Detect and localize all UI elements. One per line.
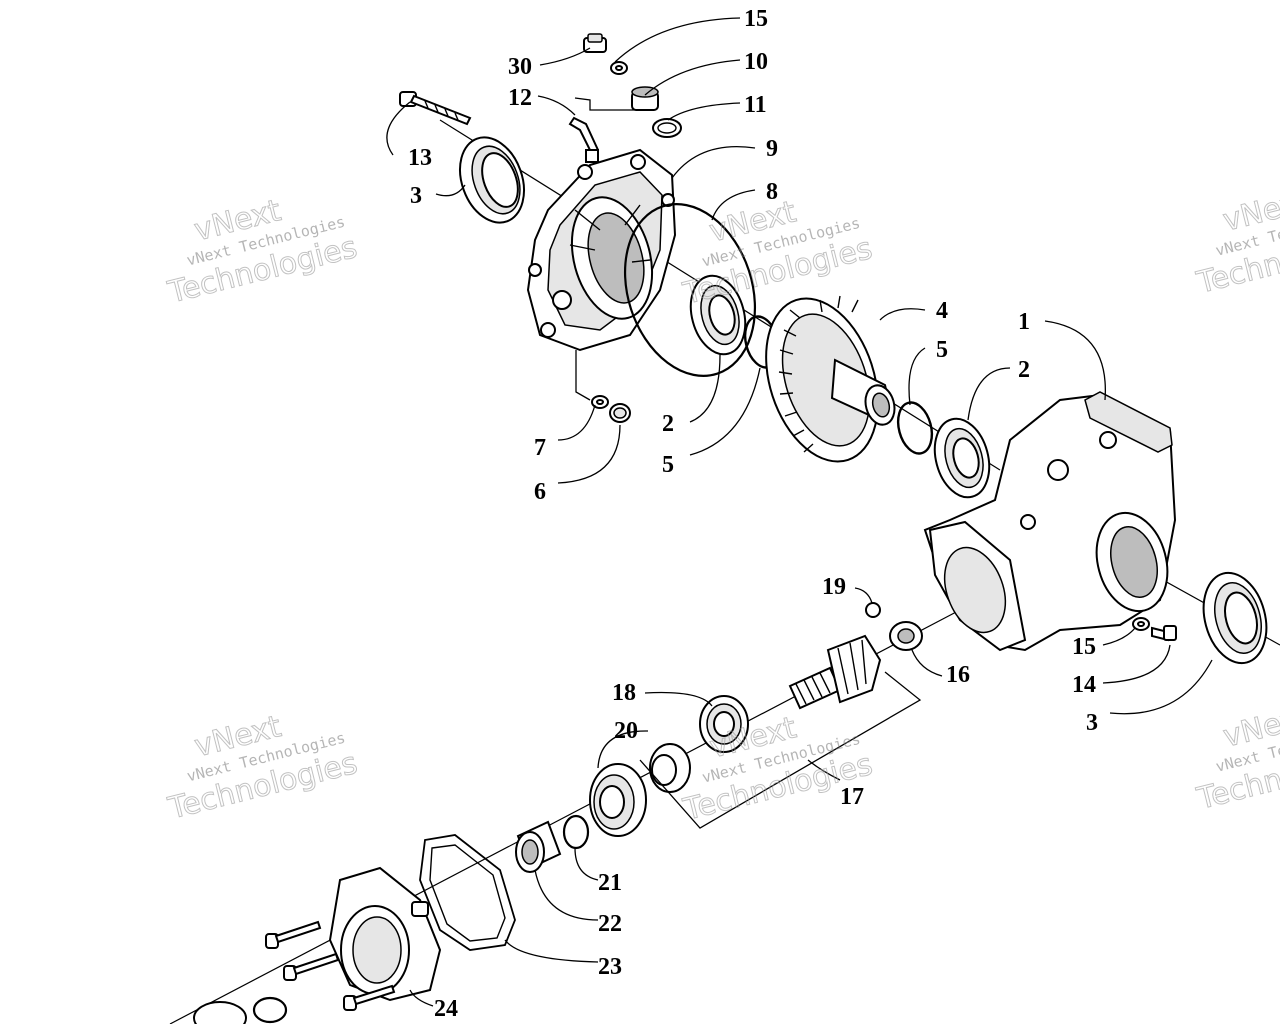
cover-housing-9: [526, 148, 677, 352]
o-ring-8: [623, 203, 757, 377]
ring-21: [562, 814, 590, 850]
callout-5-right: 5: [936, 337, 948, 363]
callout-22: 22: [598, 911, 622, 937]
callout-6: 6: [534, 479, 546, 505]
callout-23: 23: [598, 954, 622, 980]
callout-13: 13: [408, 145, 432, 171]
vent-hardware: [583, 33, 682, 138]
ring-gear-4: [765, 295, 896, 463]
main-housing-1: [923, 391, 1177, 652]
callout-3-upper: 3: [410, 183, 422, 209]
callout-5-upper: 5: [662, 452, 674, 478]
callout-15-right: 15: [1072, 634, 1096, 660]
drain-plug-6-7: [591, 395, 631, 423]
callout-12: 12: [508, 85, 532, 111]
callout-3-right: 3: [1086, 710, 1098, 736]
bearing-20: [589, 763, 647, 837]
bearing-2-upper: [689, 274, 747, 356]
callout-15-upper: 15: [744, 6, 768, 32]
seal-3-right: [1202, 571, 1268, 665]
callout-11: 11: [744, 92, 767, 118]
callout-2-right: 2: [1018, 357, 1030, 383]
callout-24: 24: [434, 996, 458, 1022]
bolts-lower: [265, 920, 396, 1011]
callout-19: 19: [822, 574, 846, 600]
bearing-18: [699, 695, 749, 753]
callout-20: 20: [614, 718, 638, 744]
bolt-13: [399, 91, 472, 126]
callout-18: 18: [612, 680, 636, 706]
callout-10: 10: [744, 49, 768, 75]
drain-hardware: [1132, 617, 1177, 642]
seal-3-upper: [459, 136, 525, 224]
callout-2-upper: 2: [662, 411, 674, 437]
callout-4: 4: [936, 298, 948, 324]
callout-1: 1: [1018, 309, 1030, 335]
lower-extra-parts: [193, 996, 288, 1024]
callout-8: 8: [766, 179, 778, 205]
callout-7: 7: [534, 435, 546, 461]
callout-9: 9: [766, 136, 778, 162]
bearing-race-inner: [649, 743, 691, 793]
breather-tube-12: [568, 116, 600, 163]
nut-19: [865, 602, 881, 618]
callout-labels: 30 15 10 12 11 13 9 3 8 4 1 5 2 2 7 5 6 …: [408, 6, 1098, 1022]
callout-30: 30: [508, 54, 532, 80]
leader-lines: [386, 17, 1213, 1007]
callout-16: 16: [946, 662, 970, 688]
pinion-gear-17: [788, 634, 882, 710]
ring-5-right: [896, 401, 934, 455]
gasket-23: [419, 834, 516, 951]
callout-21: 21: [598, 870, 622, 896]
callout-14: 14: [1072, 672, 1096, 698]
needle-bearing-22: [515, 820, 562, 873]
callout-17: 17: [840, 784, 864, 810]
bearing-16: [889, 621, 923, 651]
bearing-2-right: [933, 417, 991, 499]
